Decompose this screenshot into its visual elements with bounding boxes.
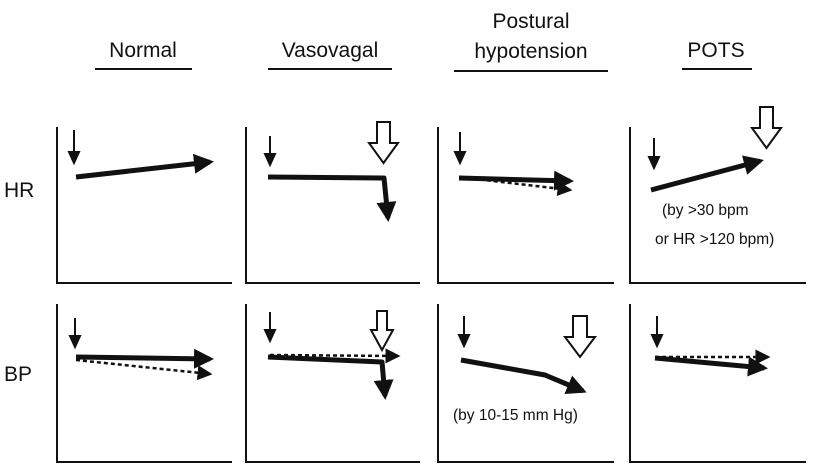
trend-pots-hr <box>650 155 764 193</box>
symptom-arrow-vasovagal-hr <box>367 121 400 165</box>
tilt-start-arrow-postural-hr <box>453 132 467 166</box>
tilt-start-arrow-normal-bp <box>68 318 82 350</box>
column-title-vasovagal: Vasovagal <box>282 39 379 62</box>
annotation-pots-hr-line2: or HR >120 bpm) <box>655 231 774 248</box>
row-label-bp: BP <box>4 363 32 386</box>
symptom-arrow-vasovagal-bp <box>369 310 395 353</box>
column-title-postural-line1: Postural <box>492 10 569 33</box>
column-title-pots: POTS <box>687 39 744 62</box>
symptom-arrow-postural-bp <box>563 315 597 359</box>
trend-normal-bp <box>75 348 214 369</box>
axes-vasovagal-bp <box>245 304 420 463</box>
tilt-start-arrow-normal-hr <box>67 130 81 166</box>
axes-vasovagal-hr <box>245 127 420 284</box>
axes-normal-bp <box>56 304 232 463</box>
axes-pots-hr <box>629 127 806 284</box>
annotation-postural-bp: (by 10-15 mm Hg) <box>453 407 578 424</box>
trend-postural-bp <box>460 357 587 395</box>
dashed-trend-vasovagal-bp <box>269 348 401 364</box>
tilt-start-arrow-vasovagal-hr <box>263 136 277 168</box>
annotation-pots-hr-line1: (by >30 bpm <box>662 202 749 219</box>
trend-postural-hr <box>458 170 574 191</box>
trend-pots-bp <box>654 355 768 377</box>
axes-pots-bp <box>629 304 806 463</box>
dashed-trend-normal-bp <box>75 358 213 381</box>
axes-normal-hr <box>56 127 232 284</box>
trend-vasovagal-bp <box>267 354 394 400</box>
trend-vasovagal-hr <box>267 174 397 222</box>
axes-postural-bp <box>437 304 614 463</box>
trend-normal-hr <box>75 153 214 180</box>
column-title-postural-line2: hypotension <box>474 40 587 63</box>
tilt-start-arrow-postural-bp <box>457 316 471 349</box>
dashed-trend-postural-hr <box>458 175 573 196</box>
row-label-hr: HR <box>4 179 34 202</box>
tilt-start-arrow-pots-bp <box>650 316 664 349</box>
axes-postural-hr <box>437 127 614 284</box>
symptom-arrow-pots-hr <box>750 106 783 150</box>
tilt-start-arrow-pots-hr <box>647 138 661 171</box>
column-title-normal: Normal <box>109 39 177 62</box>
tilt-start-arrow-vasovagal-bp <box>263 312 277 344</box>
